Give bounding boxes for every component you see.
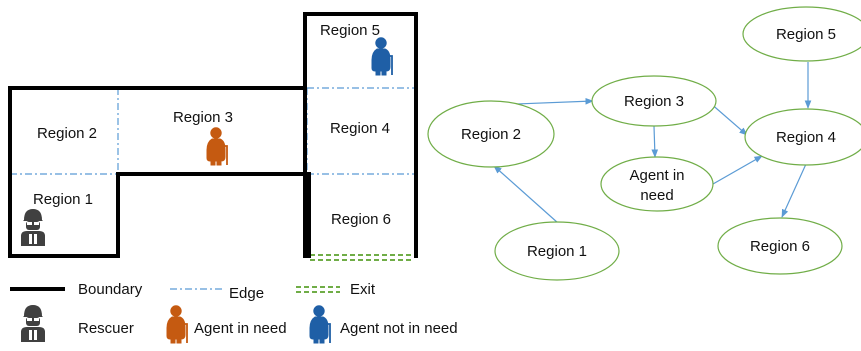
node-region3: Region 3 bbox=[591, 75, 717, 127]
legend-agent-in-need-label: Agent in need bbox=[194, 320, 287, 337]
node-region2: Region 2 bbox=[427, 100, 555, 168]
arrow-agent-to-region4 bbox=[712, 155, 763, 185]
arrow-region3-to-region4 bbox=[708, 101, 748, 136]
legend: Boundary Edge Exit Rescuer Agent in need… bbox=[10, 281, 458, 344]
node-agent-in-need: Agent in need bbox=[600, 156, 714, 212]
node-agent-label-line1: Agent in bbox=[629, 167, 684, 184]
graph-edges bbox=[490, 62, 812, 224]
arrow-region1-to-region2 bbox=[493, 165, 559, 224]
node-agent-label-line2: need bbox=[640, 187, 673, 204]
legend-rescuer-icon bbox=[21, 305, 45, 342]
region-2-label: Region 2 bbox=[37, 125, 97, 142]
node-region2-label: Region 2 bbox=[461, 126, 521, 143]
region-graph: Region 5 Region 3 Region 2 Region 4 Agen… bbox=[427, 6, 861, 281]
boundary-walls bbox=[8, 12, 418, 258]
legend-agent-not-in-need-icon bbox=[309, 304, 331, 344]
legend-boundary-label: Boundary bbox=[78, 281, 143, 298]
region-5-label: Region 5 bbox=[320, 22, 380, 39]
agent-in-need-icon bbox=[206, 126, 228, 166]
arrow-region4-to-region6 bbox=[781, 163, 807, 218]
node-region5-label: Region 5 bbox=[776, 26, 836, 43]
legend-edge-label: Edge bbox=[229, 285, 264, 302]
node-region3-label: Region 3 bbox=[624, 93, 684, 110]
legend-exit-swatch bbox=[296, 286, 340, 293]
node-region6: Region 6 bbox=[717, 217, 843, 275]
node-region4-label: Region 4 bbox=[776, 129, 836, 146]
node-region1-label: Region 1 bbox=[527, 243, 587, 260]
legend-rescuer-label: Rescuer bbox=[78, 320, 134, 337]
node-region1: Region 1 bbox=[494, 221, 620, 281]
region-3-label: Region 3 bbox=[173, 109, 233, 126]
legend-agent-in-need-icon bbox=[166, 304, 188, 344]
region-4-label: Region 4 bbox=[330, 120, 390, 137]
exit-marker bbox=[310, 254, 414, 261]
node-region4: Region 4 bbox=[744, 108, 861, 166]
node-region5: Region 5 bbox=[742, 6, 861, 62]
region-1-label: Region 1 bbox=[33, 191, 93, 208]
rescuer-icon bbox=[21, 209, 45, 246]
region-6-label: Region 6 bbox=[331, 211, 391, 228]
node-region6-label: Region 6 bbox=[750, 238, 810, 255]
legend-exit-label: Exit bbox=[350, 281, 376, 298]
arrow-region3-to-agent bbox=[651, 125, 659, 158]
agent-not-in-need-icon bbox=[371, 36, 393, 76]
floor-plan: Region 5 Region 3 Region 2 Region 4 Regi… bbox=[8, 12, 418, 261]
legend-agent-not-in-need-label: Agent not in need bbox=[340, 320, 458, 337]
